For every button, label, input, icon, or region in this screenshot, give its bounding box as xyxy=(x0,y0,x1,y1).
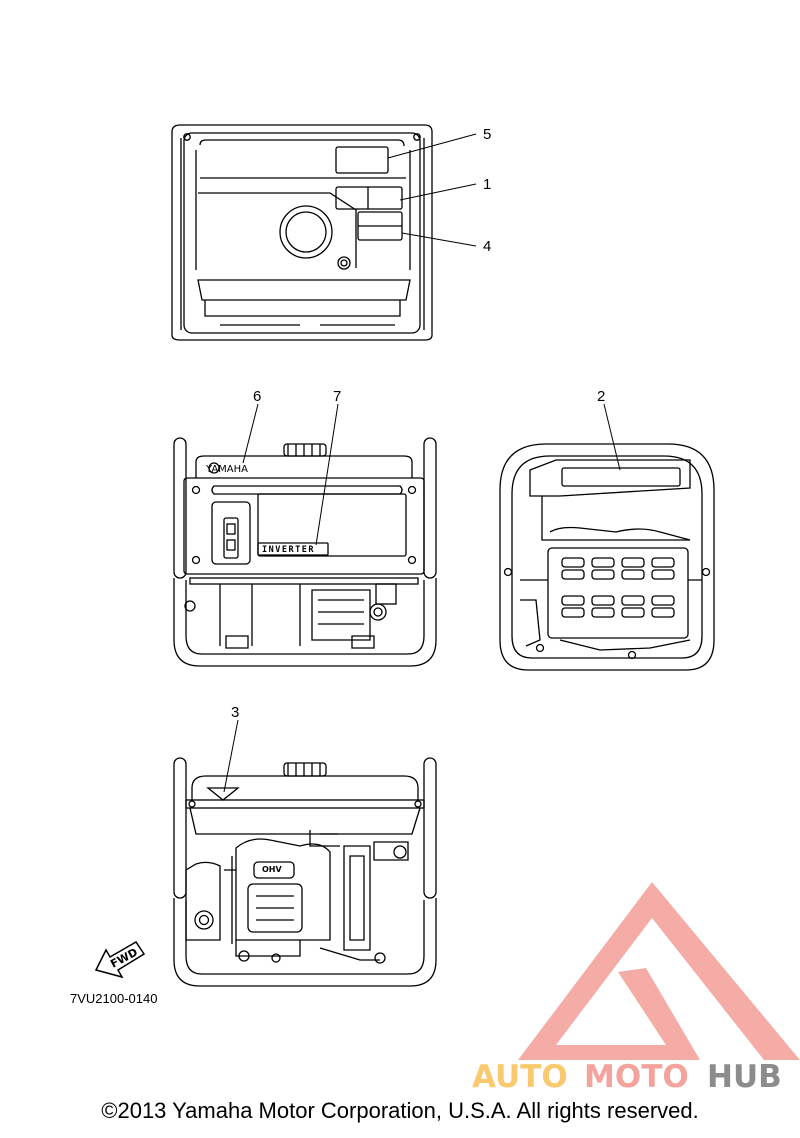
callout-4: 4 xyxy=(483,238,491,255)
label-3-arrow xyxy=(206,787,240,801)
watermark-hub: HUB xyxy=(707,1059,782,1095)
drawing-code: 7VU2100-0140 xyxy=(70,991,157,1006)
callout-5: 5 xyxy=(483,126,491,143)
callout-1: 1 xyxy=(483,176,491,193)
view-rear-panel xyxy=(171,124,477,341)
view-side-panel xyxy=(499,403,715,671)
callout-3: 3 xyxy=(231,704,239,721)
callout-7: 7 xyxy=(333,388,341,405)
callout-6: 6 xyxy=(253,388,261,405)
watermark-logo: AUTO MOTO HUB xyxy=(472,882,800,1095)
watermark-moto: MOTO xyxy=(584,1059,689,1095)
brand-logo-text: YAMAHA xyxy=(205,464,248,475)
ohv-label-text: OHV xyxy=(262,865,282,874)
fwd-arrow-icon: FWD xyxy=(94,940,146,979)
watermark-triangle-icon xyxy=(518,882,800,1060)
inverter-label-text: INVERTER xyxy=(262,545,315,555)
label-2-box xyxy=(561,467,681,487)
label-7-box xyxy=(257,542,329,556)
callout-2: 2 xyxy=(597,388,605,405)
label-5-box xyxy=(335,146,389,174)
view-front-panel xyxy=(173,403,437,667)
copyright-notice: ©2013 Yamaha Motor Corporation, U.S.A. A… xyxy=(101,1098,699,1123)
label-1-box xyxy=(335,186,403,210)
watermark-auto: AUTO xyxy=(472,1059,568,1095)
view-engine xyxy=(173,719,437,987)
